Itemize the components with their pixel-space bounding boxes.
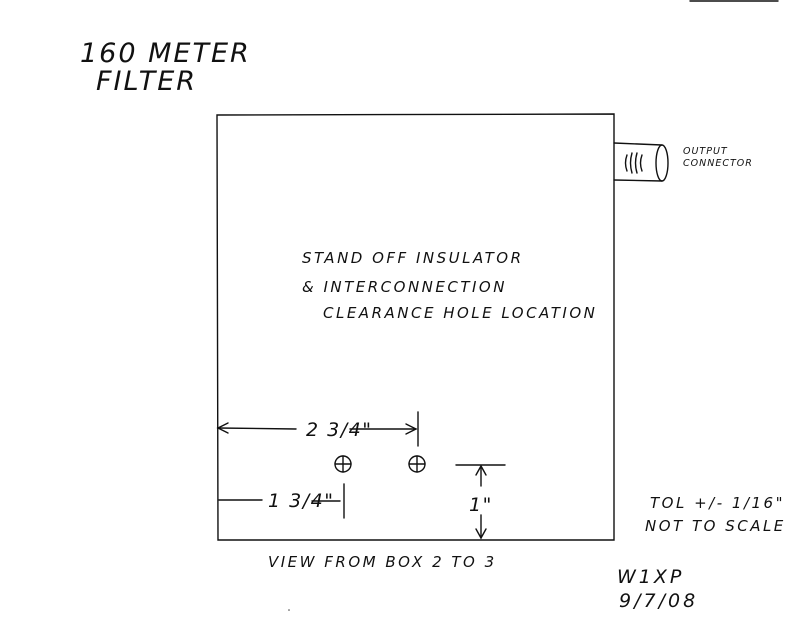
note-line-2: & INTERCONNECTION	[302, 278, 507, 296]
left-span-dimension-line	[218, 483, 345, 519]
signature-date: 9/7/08	[619, 590, 698, 612]
height-dimension-line	[455, 464, 506, 540]
output-connector-icon	[613, 142, 669, 182]
connector-label-line-2: CONNECTOR	[683, 158, 753, 169]
left-span-label: 1 3/4"	[268, 490, 334, 512]
connector-label-line-1: OUTPUT	[683, 146, 728, 157]
title-line-2: FILTER	[96, 66, 197, 97]
view-caption: VIEW FROM BOX 2 TO 3	[268, 553, 497, 571]
note-line-1: STAND OFF INSULATOR	[302, 249, 524, 267]
clearance-hole-2-icon	[408, 455, 426, 473]
title-line-1: 160 METER	[80, 38, 251, 69]
top-span-dimension-line	[216, 411, 419, 447]
scan-dot	[288, 609, 290, 611]
height-label: 1"	[469, 494, 493, 516]
tolerance-line-1: TOL +/- 1/16"	[650, 494, 785, 512]
note-line-3: CLEARANCE HOLE LOCATION	[323, 304, 597, 322]
tolerance-line-2: NOT TO SCALE	[645, 517, 786, 535]
clearance-hole-1-icon	[334, 455, 352, 473]
signature-call: W1XP	[617, 566, 684, 588]
filter-box-outline	[216, 113, 615, 541]
top-span-label: 2 3/4"	[306, 419, 372, 441]
